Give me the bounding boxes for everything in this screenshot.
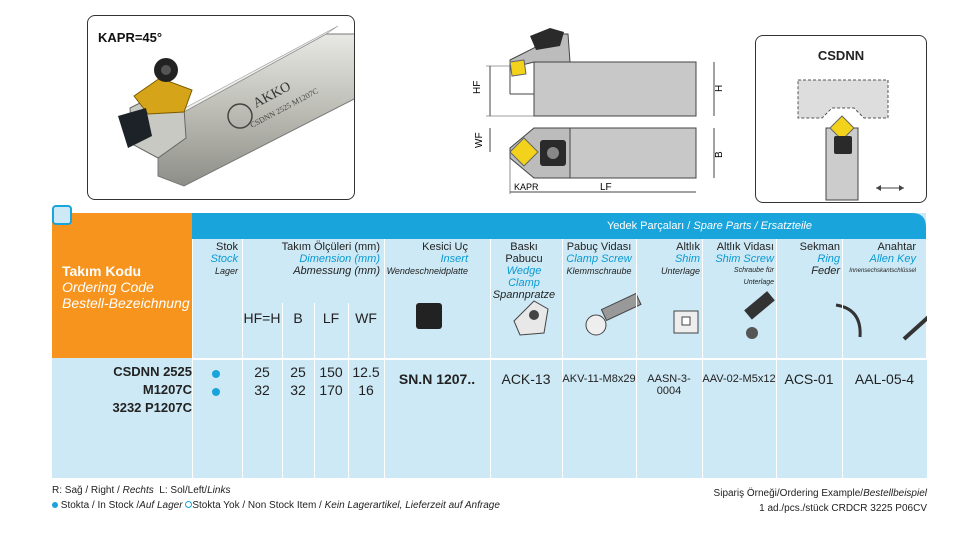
clamp-screw-icon [585, 292, 642, 336]
wedge-clamp-icon [513, 300, 549, 336]
b-label: B [714, 151, 725, 158]
type-title: CSDNN [817, 48, 865, 63]
part-code-5: ACS-01 [784, 371, 834, 387]
dim-col-lf: LF [322, 310, 340, 326]
allen-key-icon [902, 315, 927, 341]
h-label: H [714, 85, 725, 92]
in-stock-dot [52, 502, 58, 508]
table-row-code[interactable]: CSDNN 2525 M1207C [113, 364, 192, 397]
product-photo: KAPR=45° AKKO CSDNN 2525 M1207C [87, 15, 355, 200]
insert-value: SN.N 1207.. [398, 371, 476, 387]
legend-line-2: Stokta / In Stock /Auf Lager Stokta Yok … [52, 500, 500, 511]
part-code-6: AAL-05-4 [854, 371, 915, 387]
spare-parts-header: Yedek Parçaları / Spare Parts / Ersatzte… [606, 220, 812, 232]
kapr-dim-label: KAPR [514, 182, 539, 192]
dim-col-hf: HF=H [243, 310, 281, 326]
ordering-code-header: Takım Kodu Ordering Code Bestell-Bezeich… [62, 263, 190, 311]
shim-icon [673, 310, 699, 334]
lf-label: LF [600, 182, 612, 193]
ring-icon [835, 303, 862, 338]
in-stock-dot [212, 388, 220, 396]
stock-dots [212, 365, 220, 401]
parts-icons [416, 291, 927, 341]
type-diagram: CSDNN [755, 35, 927, 203]
in-stock-dot [212, 370, 220, 378]
dimension-header: Takım Ölçüleri (mm)Dimension (mm)Abmessu… [281, 241, 380, 277]
insert-icon [416, 303, 442, 329]
hf-label: HF [472, 81, 483, 94]
product-table: Yedek Parçaları / Spare Parts / Ersatzte… [52, 205, 927, 478]
ordering-example: Sipariş Örneği/Ordering Example/Bestellb… [713, 488, 927, 499]
dim-col-wf: WF [355, 310, 377, 326]
legend-line-1: R: Sağ / Right / Rechts L: Sol/Left/Link… [52, 485, 231, 496]
table-background [52, 213, 927, 478]
kapr-label: KAPR=45° [98, 30, 163, 45]
tool-holder-illustration: AKKO CSDNN 2525 M1207C [118, 25, 354, 187]
ordering-example-line: 1 ad./pcs./stück CRDCR 3225 P06CV [759, 503, 927, 514]
technical-drawing: HF H WF B KAPR LF [472, 28, 725, 194]
wf-label: WF [474, 132, 485, 148]
dim-col-b: B [293, 310, 303, 326]
row-codes: CSDNN 2525 M1207C 3232 P1207C [62, 363, 192, 417]
shim-screw-icon [744, 291, 775, 339]
part-code-3: AASN-3-0004 [647, 373, 691, 397]
non-stock-dot [185, 501, 193, 508]
part-code-2: AKV-11-M8x29 [562, 373, 636, 385]
corner-badge [52, 205, 72, 225]
part-code-4: AAV-02-M5x12 [702, 373, 776, 385]
part-code-1: ACK-13 [501, 371, 551, 387]
table-row-code[interactable]: 3232 P1207C [112, 400, 192, 415]
csdnn-diagram [797, 79, 904, 201]
